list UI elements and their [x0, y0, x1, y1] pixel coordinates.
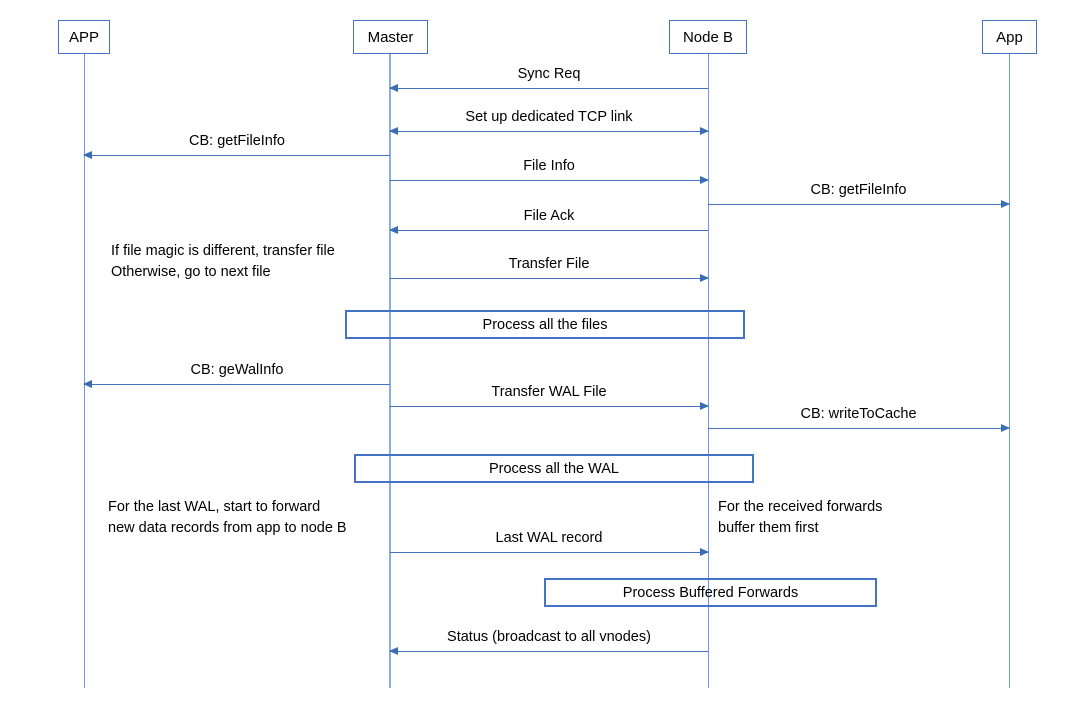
arrowhead-right-icon — [700, 548, 709, 556]
arrowhead-right-icon — [700, 274, 709, 282]
lifeline-master — [389, 54, 391, 688]
message-line — [390, 88, 708, 89]
note-n1: If file magic is different, transfer fil… — [111, 243, 335, 281]
actor-label-app_left: APP — [68, 28, 99, 46]
arrowhead-left-icon — [389, 226, 398, 234]
arrowhead-right-icon — [1001, 424, 1010, 432]
note-n2: For the last WAL, start to forward new d… — [108, 499, 347, 537]
actor-box-master[interactable]: Master — [353, 20, 428, 54]
arrowhead-left-icon — [83, 151, 92, 159]
process-box-pb3[interactable]: Process Buffered Forwards — [544, 578, 877, 607]
process-box-pb1[interactable]: Process all the files — [345, 310, 745, 339]
message-label: Transfer WAL File — [491, 384, 607, 401]
message-label: Last WAL record — [495, 530, 603, 547]
message-line — [390, 651, 708, 652]
message-label: CB: geWalInfo — [190, 362, 284, 379]
message-line — [390, 278, 708, 279]
lifeline-app_right — [1009, 54, 1010, 688]
message-label: File Info — [523, 158, 575, 175]
arrowhead-right-icon — [1001, 200, 1010, 208]
message-line — [390, 180, 708, 181]
process-box-label: Process Buffered Forwards — [622, 584, 799, 601]
message-line — [708, 204, 1009, 205]
message-label: Sync Req — [517, 66, 581, 83]
message-label: Status (broadcast to all vnodes) — [447, 629, 651, 646]
message-line — [390, 406, 708, 407]
arrowhead-left-icon — [389, 647, 398, 655]
message-line — [84, 155, 390, 156]
actor-label-node_b: Node B — [682, 28, 734, 46]
process-box-label: Process all the files — [482, 316, 608, 333]
actor-box-app_right[interactable]: App — [982, 20, 1037, 54]
arrowhead-left-icon — [389, 84, 398, 92]
arrowhead-right-icon — [700, 127, 709, 135]
message-line — [84, 384, 390, 385]
arrowhead-right-icon — [700, 176, 709, 184]
message-label: CB: getFileInfo — [189, 133, 285, 150]
process-box-label: Process all the WAL — [488, 460, 619, 477]
lifeline-node_b — [708, 54, 709, 688]
actor-box-node_b[interactable]: Node B — [669, 20, 747, 54]
lifeline-app_left — [84, 54, 85, 688]
arrowhead-left-icon — [389, 127, 398, 135]
arrowhead-left-icon — [83, 380, 92, 388]
message-label: CB: writeToCache — [800, 406, 917, 423]
message-label: Transfer File — [508, 256, 590, 273]
message-line — [390, 230, 708, 231]
message-label: Set up dedicated TCP link — [465, 109, 633, 126]
message-label: File Ack — [523, 208, 575, 225]
message-line — [390, 552, 708, 553]
message-label: CB: getFileInfo — [810, 182, 907, 199]
actor-label-app_right: App — [996, 28, 1023, 46]
actor-label-master: Master — [367, 28, 414, 46]
actor-box-app_left[interactable]: APP — [58, 20, 110, 54]
process-box-pb2[interactable]: Process all the WAL — [354, 454, 754, 483]
arrowhead-right-icon — [700, 402, 709, 410]
message-line — [390, 131, 708, 132]
note-n3: For the received forwards buffer them fi… — [718, 499, 883, 537]
message-line — [708, 428, 1009, 429]
